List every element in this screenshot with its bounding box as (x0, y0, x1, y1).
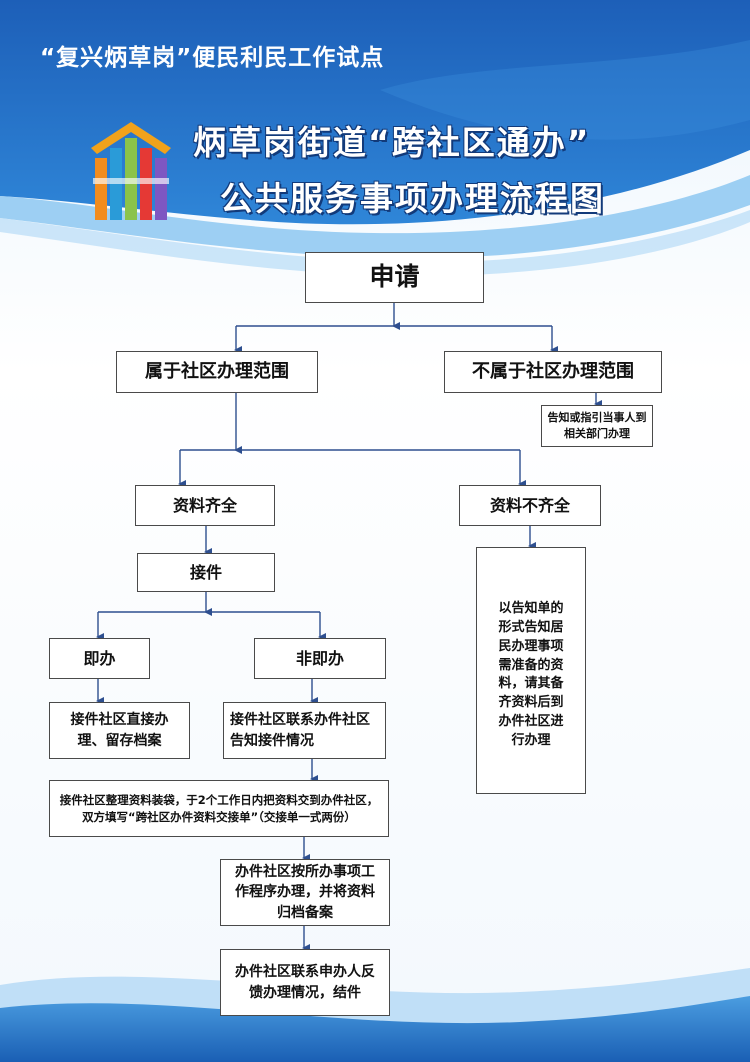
box-docs-incomplete: 资料不齐全 (459, 485, 601, 526)
community-logo-icon (91, 122, 171, 220)
box-feedback-close: 办件社区联系申办人反馈办理情况，结件 (220, 949, 390, 1016)
box-notify-incomplete: 以告知单的形式告知居民办理事项需准备的资料，请其备齐资料后到办件社区进行办理 (476, 547, 586, 794)
box-inform-guide: 告知或指引当事人到相关部门办理 (541, 405, 653, 447)
box-non-immediate: 非即办 (254, 638, 386, 679)
title-line-1: 炳草岗街道“跨社区通办” (193, 123, 591, 162)
title-line-2: 公共服务事项办理流程图 (220, 179, 605, 218)
box-direct-handle: 接件社区直接办理、留存档案 (49, 702, 190, 759)
box-accept: 接件 (137, 553, 275, 592)
box-in-scope: 属于社区办理范围 (116, 351, 318, 393)
box-docs-complete: 资料齐全 (135, 485, 275, 526)
box-organize-docs: 接件社区整理资料装袋，于2个工作日内把资料交到办件社区，双方填写“跨社区办件资料… (49, 780, 389, 837)
box-out-scope: 不属于社区办理范围 (444, 351, 662, 393)
header-subtitle: “复兴炳草岗”便民利民工作试点 (40, 45, 385, 71)
box-immediate: 即办 (49, 638, 150, 679)
box-apply: 申请 (305, 252, 484, 303)
box-contact-community: 接件社区联系办件社区告知接件情况 (223, 702, 386, 759)
box-process-archive: 办件社区按所办事项工作程序办理，并将资料归档备案 (220, 859, 390, 926)
